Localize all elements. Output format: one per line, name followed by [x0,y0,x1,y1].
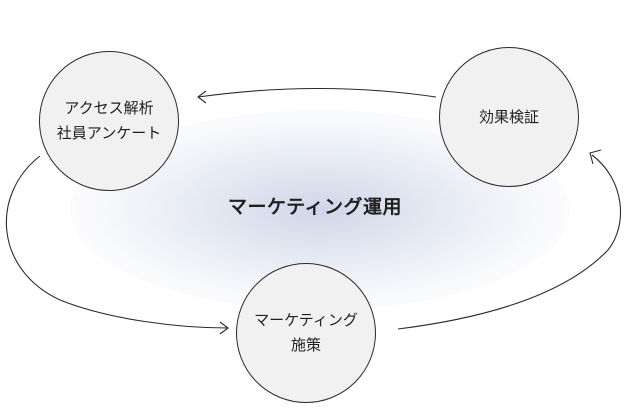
arrowhead-analysis [197,90,207,104]
node-label-line: 施策 [290,336,321,354]
node-label-line: 社員アンケート [56,124,162,142]
arrowhead-measures [219,321,229,335]
arrow-measures-to-verify [397,154,621,330]
node-effect-verification: 効果検証 [439,47,579,187]
arrow-analysis-to-measures [5,155,229,329]
center-label: マーケティング運用 [228,196,402,218]
arrowhead-verify [589,149,602,165]
node-access-analysis: アクセス解析 社員アンケート [39,51,179,191]
node-marketing-measures: マーケティング 施策 [236,263,376,403]
node-label-line: マーケティング [254,311,358,329]
node-label-line: 効果検証 [478,107,539,126]
node-label-line: アクセス解析 [64,99,154,117]
arrow-verify-to-analysis [197,87,437,98]
